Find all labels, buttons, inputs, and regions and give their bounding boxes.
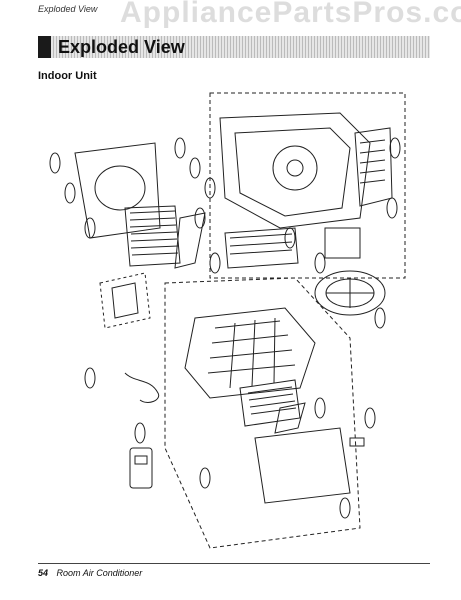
section-subtitle: Indoor Unit	[38, 70, 97, 82]
callout-balloons	[49, 137, 401, 519]
cable	[124, 372, 160, 403]
footer-label: Room Air Conditioner	[56, 568, 143, 578]
page-number: 54	[38, 568, 49, 578]
bottom-panel	[254, 427, 351, 504]
side-rail	[174, 212, 206, 269]
lower-frame	[164, 277, 361, 549]
top-housing	[219, 112, 371, 229]
watermark: AppliancePartsPros.com	[120, 0, 461, 29]
front-grille	[184, 307, 316, 399]
running-head: Exploded View	[38, 4, 98, 14]
side-duct	[354, 127, 393, 207]
control-bracket	[99, 272, 151, 329]
exploded-diagram	[49, 92, 406, 549]
motor	[324, 227, 361, 259]
air-filter	[239, 379, 301, 427]
upper-frame	[209, 92, 406, 279]
left-element	[224, 227, 299, 269]
title-bar	[38, 36, 430, 58]
title-block	[38, 36, 51, 58]
footer: 54 Room Air Conditioner	[38, 568, 142, 578]
fan-hub	[272, 145, 318, 191]
page-title: Exploded View	[58, 37, 185, 57]
panel-clip	[349, 437, 365, 447]
footer-rule	[38, 563, 430, 564]
heat-exchanger	[124, 205, 181, 267]
top-left-panel	[74, 142, 161, 239]
remote	[129, 447, 153, 489]
turbo-fan	[314, 270, 386, 316]
louver	[274, 402, 306, 434]
